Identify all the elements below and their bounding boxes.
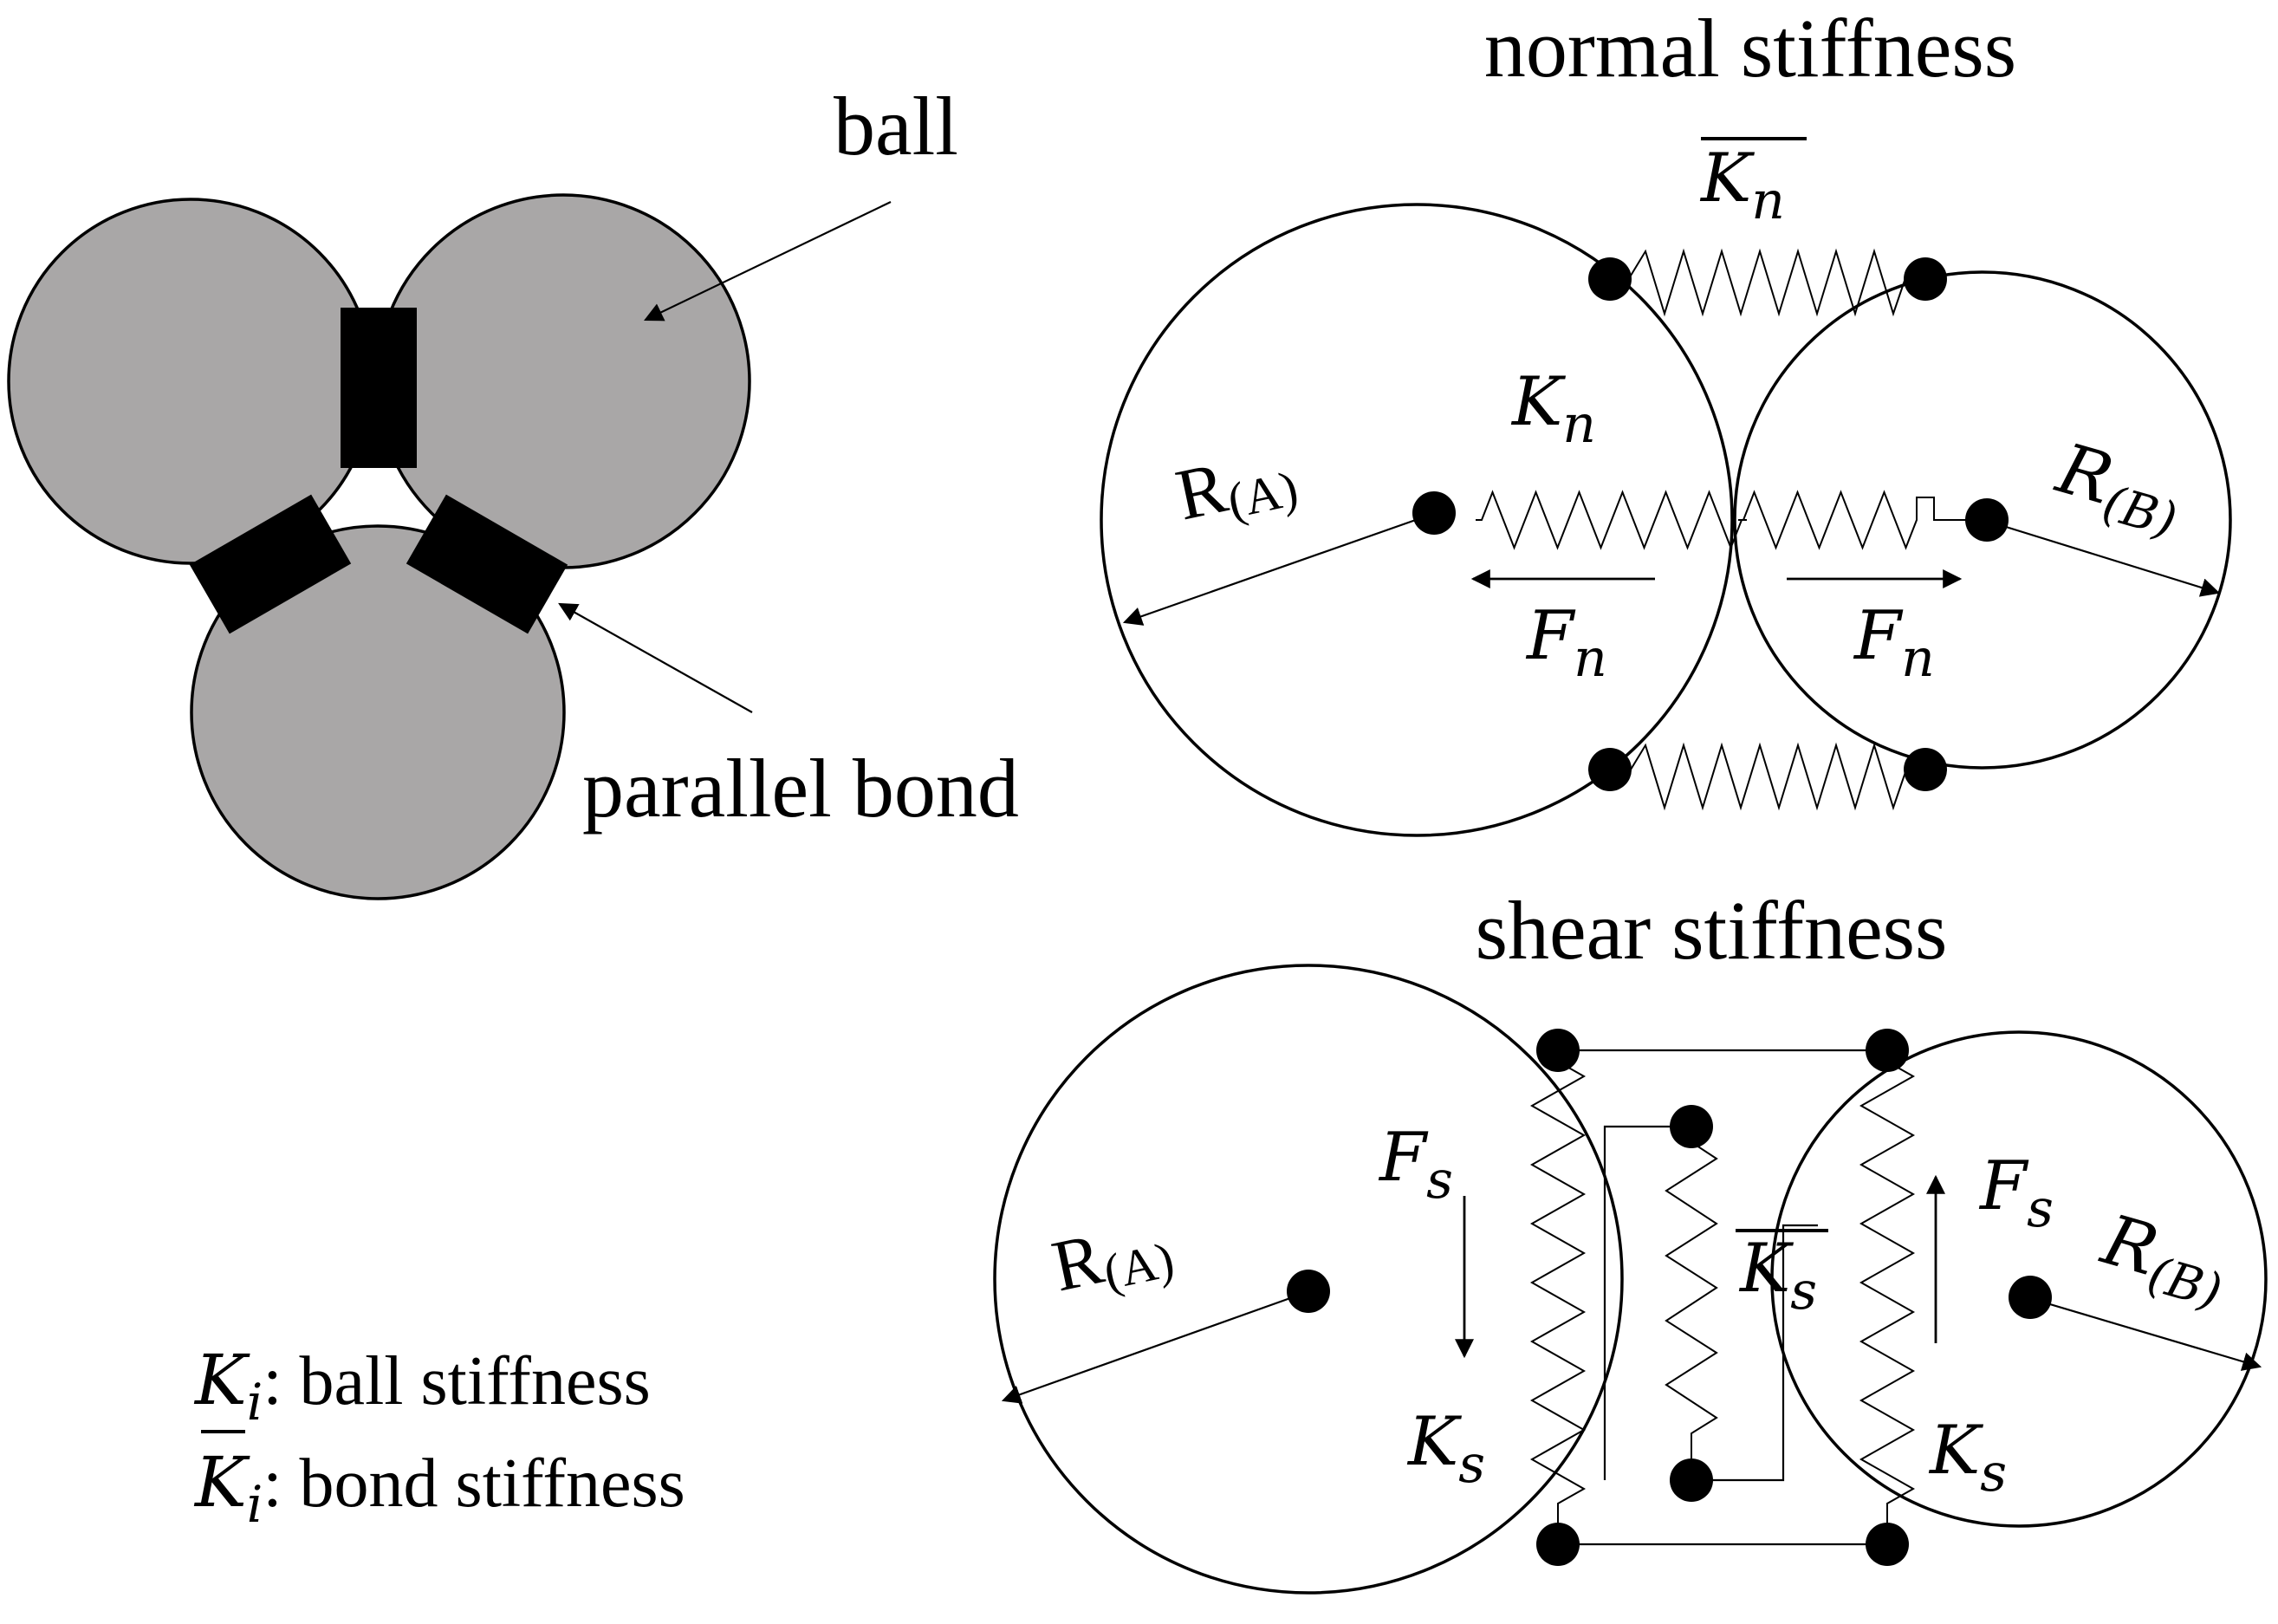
k-symbol: K xyxy=(1510,363,1567,441)
f-symbol: F xyxy=(1525,597,1576,675)
normal-ball-spring-right xyxy=(1738,490,1977,550)
ball-stiffness-label-normal: Kn xyxy=(1510,363,1596,455)
ball-pointer-arrow xyxy=(644,201,892,322)
normal-bond-spring-top xyxy=(1610,248,1925,317)
n-subscript: n xyxy=(1901,628,1935,689)
s-subscript: s xyxy=(2027,1179,2054,1239)
f-symbol: F xyxy=(1853,597,1904,675)
f-symbol: F xyxy=(1978,1147,2029,1225)
normal-bond-spring-bottom xyxy=(1610,742,1925,811)
legend: Ki: ball stiffness Ki: bond stiffness xyxy=(193,1340,685,1534)
n-subscript: n xyxy=(1574,628,1607,689)
normal-ball-spring-left xyxy=(1476,490,1747,550)
normal-force-label-right: Fn xyxy=(1853,597,1935,689)
parallel-bond-right xyxy=(406,494,568,634)
bond-stiffness-label-normal: Kn xyxy=(1699,137,1807,231)
shear-force-label-right: Fs xyxy=(1978,1147,2054,1239)
parallel-bond-label: parallel bond xyxy=(582,742,1019,835)
svg-text:Ks: Ks xyxy=(1738,1230,1817,1322)
shear-stiffness-model xyxy=(993,964,2268,1595)
shear-bond-node xyxy=(1670,1105,1713,1148)
shear-bond-node xyxy=(1866,1523,1909,1566)
ball-label: ball xyxy=(834,80,958,172)
i-subscript: i xyxy=(247,1475,263,1534)
shear-bond-node xyxy=(1536,1029,1580,1072)
shear-stiffness-title: shear stiffness xyxy=(1476,884,1948,977)
parallel-bond-vertical xyxy=(341,308,417,468)
k-symbol: K xyxy=(1738,1230,1794,1308)
legend-bond-text: : bond stiffness xyxy=(263,1445,685,1522)
i-subscript: i xyxy=(247,1373,263,1432)
shear-ball-spring-left xyxy=(1529,1053,1587,1541)
k-symbol: K xyxy=(1406,1403,1463,1481)
bond-pointer-arrow xyxy=(558,602,753,713)
normal-stiffness-model xyxy=(1100,203,2232,837)
normal-bond-node xyxy=(1588,257,1632,301)
s-subscript: s xyxy=(1426,1150,1453,1211)
radius-a-arrow-shear xyxy=(1001,1292,1303,1404)
n-subscript: n xyxy=(1562,394,1596,455)
k-symbol: K xyxy=(193,1442,250,1523)
ball-stiffness-label-shear-right: Ks xyxy=(1928,1412,2007,1504)
n-subscript: n xyxy=(1751,171,1785,231)
legend-ball-stiffness: Ki: ball stiffness xyxy=(193,1340,651,1432)
shear-ball-spring-right xyxy=(1859,1053,1916,1541)
normal-force-label-left: Fn xyxy=(1525,597,1607,689)
bond-stiffness-label-shear: Ks xyxy=(1736,1229,1828,1322)
f-symbol: F xyxy=(1378,1119,1429,1197)
legend-bond-stiffness: Ki: bond stiffness xyxy=(193,1442,685,1534)
normal-bond-node xyxy=(1588,748,1632,791)
radius-b-arrow-shear xyxy=(2035,1298,2262,1371)
shear-center-b-dot xyxy=(2009,1276,2052,1319)
s-subscript: s xyxy=(1458,1434,1485,1495)
normal-center-b-dot xyxy=(1965,498,2009,542)
k-symbol: K xyxy=(1928,1412,1984,1490)
normal-stiffness-title: normal stiffness xyxy=(1484,2,2016,94)
radius-b-arrow xyxy=(1991,521,2221,597)
parallel-bond-left xyxy=(189,494,352,634)
ball-cluster xyxy=(7,193,751,900)
shear-bond-spring xyxy=(1665,1127,1718,1480)
shear-bond-node xyxy=(1670,1458,1713,1502)
s-subscript: s xyxy=(1980,1443,2007,1504)
k-symbol: K xyxy=(1699,140,1756,218)
radius-a-arrow xyxy=(1122,514,1429,626)
k-symbol: K xyxy=(193,1340,250,1420)
normal-center-a-dot xyxy=(1412,491,1456,535)
s-subscript: s xyxy=(1790,1261,1817,1322)
shear-bond-link-left xyxy=(1603,1125,1691,1480)
shear-force-label-left: Fs xyxy=(1378,1119,1453,1211)
svg-text:Kn: Kn xyxy=(1699,140,1785,231)
ball-stiffness-label-shear-left: Ks xyxy=(1406,1403,1485,1495)
normal-bond-node xyxy=(1904,748,1947,791)
shear-center-a-dot xyxy=(1287,1270,1330,1313)
ball-bottom xyxy=(190,524,566,900)
ball-top-right xyxy=(375,193,751,569)
shear-bond-link-right xyxy=(1691,1224,1818,1482)
normal-bond-node xyxy=(1904,257,1947,301)
shear-bond-node xyxy=(1866,1029,1909,1072)
legend-ball-text: : ball stiffness xyxy=(263,1343,650,1419)
shear-bond-node xyxy=(1536,1523,1580,1566)
